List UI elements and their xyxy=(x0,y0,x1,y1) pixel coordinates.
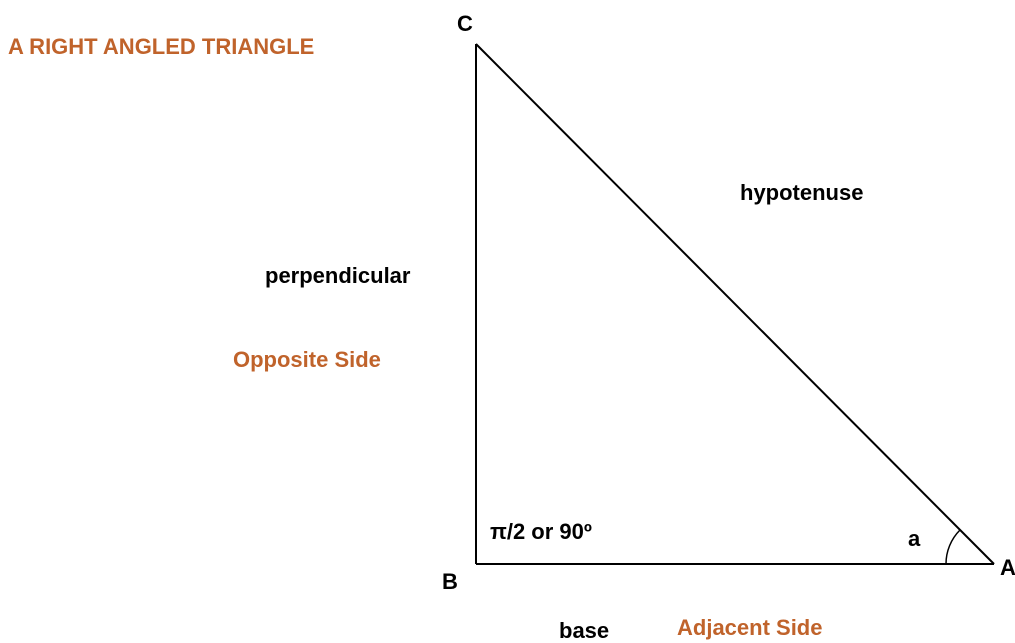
adjacent-side-label: Adjacent Side xyxy=(677,615,823,640)
diagram-title: A RIGHT ANGLED TRIANGLE xyxy=(8,34,315,59)
angle-a-label: a xyxy=(908,526,921,551)
side-ca-hypotenuse-line xyxy=(475,43,995,565)
opposite-side-label: Opposite Side xyxy=(233,347,381,372)
right-angle-label: π/2 or 90º xyxy=(490,519,592,544)
base-label: base xyxy=(559,618,610,643)
vertex-b-label: B xyxy=(442,569,458,594)
vertex-c-label: C xyxy=(457,11,473,36)
vertex-a-label: A xyxy=(1000,555,1015,580)
hypotenuse-label: hypotenuse xyxy=(740,180,864,205)
angle-a-arc xyxy=(945,529,961,565)
perpendicular-label: perpendicular xyxy=(265,263,411,288)
